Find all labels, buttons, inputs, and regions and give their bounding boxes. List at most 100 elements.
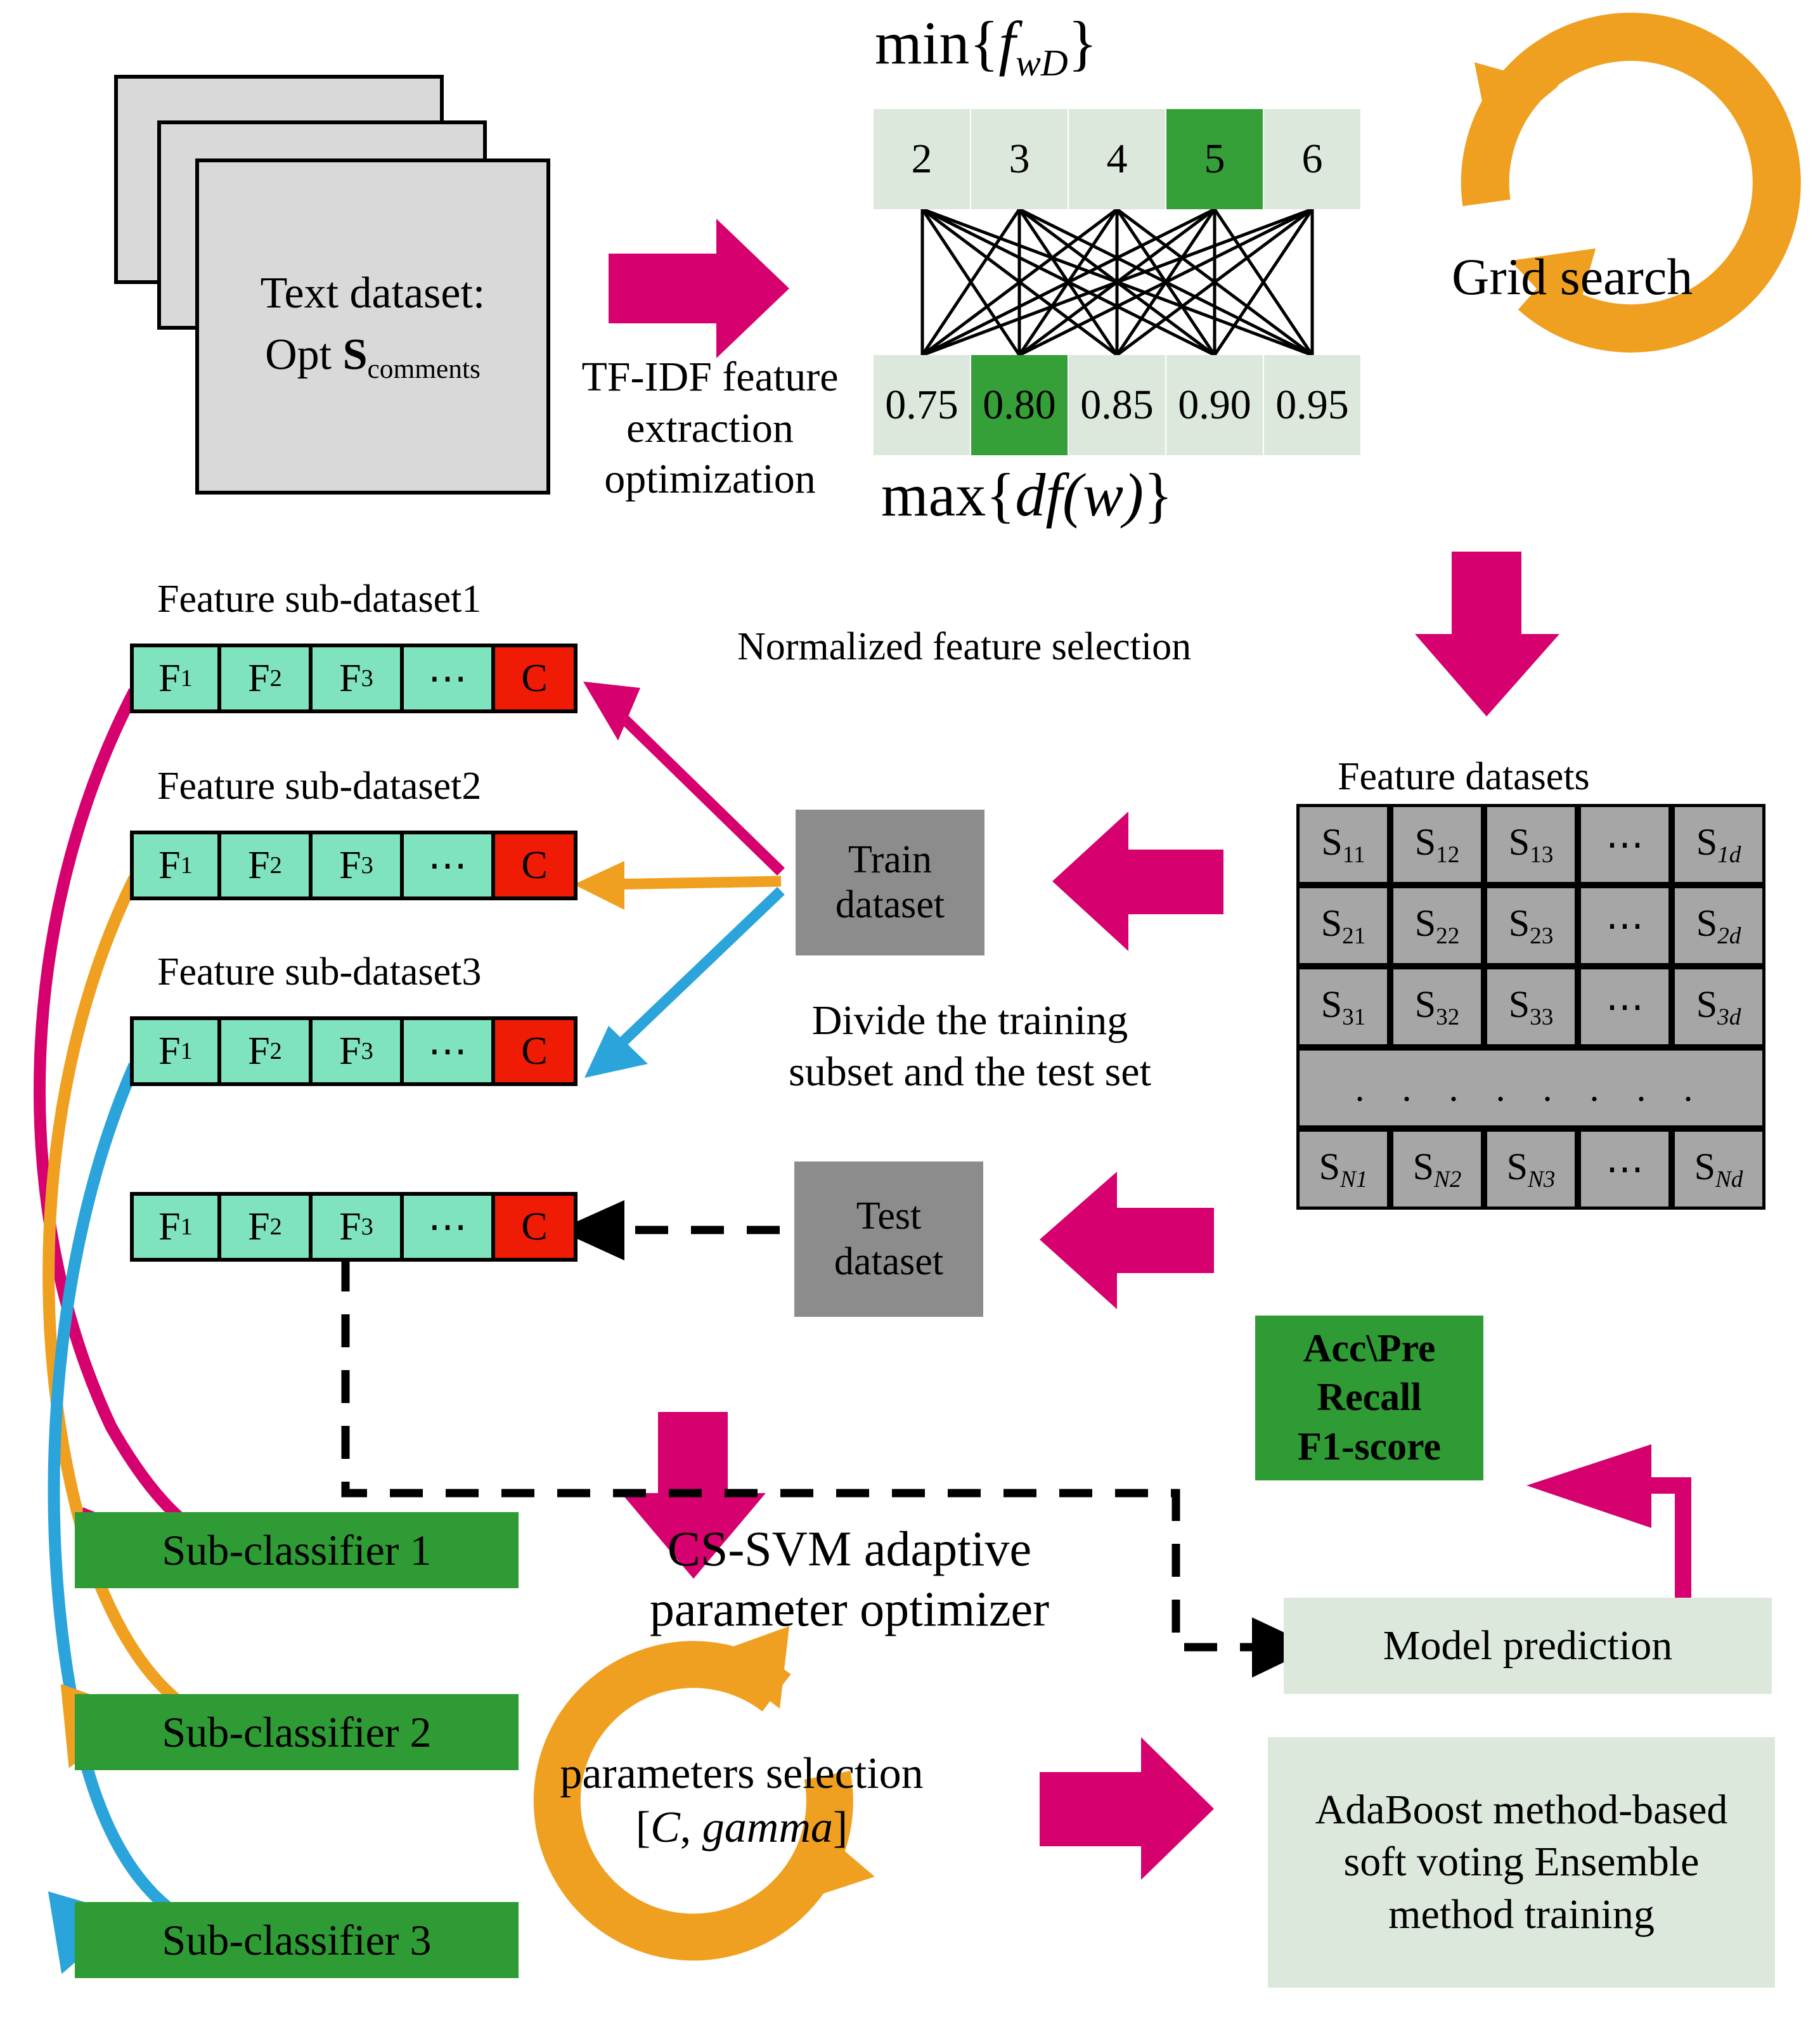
- adaboost-training-box[interactable]: AdaBoost method-based soft voting Ensemb…: [1268, 1737, 1775, 1988]
- grid-bottom-cell-4-value: 0.95: [1275, 382, 1349, 428]
- grid-top-cell-1[interactable]: 3: [971, 109, 1068, 209]
- grid-bottom-cell-2-value: 0.85: [1080, 382, 1154, 428]
- parameter-loop-icon: [533, 1626, 875, 1961]
- matrix-cell-2-2: S22: [1390, 885, 1484, 966]
- matrix-cell-N-4-ellipsis: ⋯: [1578, 1129, 1672, 1210]
- feature-subdataset-3-title: Feature sub-dataset3: [157, 950, 482, 993]
- tfidf-line2: extraction: [626, 404, 794, 451]
- grid-top-cell-2-value: 4: [1106, 136, 1128, 182]
- grid-bottom-cell-2[interactable]: 0.85: [1069, 355, 1165, 455]
- grid-bottom-cell-1-value: 0.80: [983, 382, 1056, 428]
- feature-cell-ellipsis: ⋯: [404, 1192, 495, 1262]
- matrix-row-ellipsis-text: . . . . . . . .: [1355, 1066, 1707, 1109]
- matrix-cell-2-1: S21: [1296, 885, 1390, 966]
- grid-bottom-cell-1-selected[interactable]: 0.80: [971, 355, 1068, 455]
- feature-cell-ellipsis: ⋯: [404, 831, 495, 900]
- test-dataset-line2: dataset: [834, 1239, 944, 1283]
- matrix-cell-N-2: SN2: [1390, 1129, 1484, 1210]
- grid-search-label: Grid search: [1452, 248, 1693, 306]
- grid-bottom-cell-0[interactable]: 0.75: [874, 355, 970, 455]
- grid-bottom-cell-3[interactable]: 0.90: [1166, 355, 1263, 455]
- arrow-grid-to-featuredatasets: [1415, 552, 1559, 716]
- arrow-adaboost-to-metrics: [1648, 1477, 1691, 1633]
- dashed-arrowhead-to-testrow: [558, 1200, 624, 1260]
- min-formula-subscript: wD: [1016, 42, 1068, 84]
- cssvm-caption-line1: CS-SVM adaptive: [667, 1521, 1032, 1576]
- text-dataset-sheet-front: Text dataset: Opt Scomments: [195, 159, 550, 495]
- sub-classifier-1-box[interactable]: Sub-classifier 1: [75, 1512, 519, 1588]
- feature-cell-ellipsis: ⋯: [404, 1016, 495, 1086]
- dataset-symbol-subscript: comments: [367, 353, 481, 384]
- grid-top-cell-0-value: 2: [911, 136, 933, 182]
- matrix-cell-3-5: S3d: [1672, 966, 1765, 1047]
- matrix-cell-2-3: S23: [1484, 885, 1578, 966]
- opt-prefix: Opt: [265, 330, 343, 379]
- grid-top-cell-1-value: 3: [1009, 136, 1030, 182]
- grid-crossing-lines: [920, 207, 1314, 357]
- min-formula: min{fwD}: [875, 8, 1268, 85]
- params-caption-line1: parameters selection: [560, 1749, 924, 1798]
- matrix-cell-N-5: SNd: [1672, 1129, 1765, 1210]
- max-formula: max{df(w)}: [881, 460, 1325, 530]
- params-symbol-c: C: [650, 1803, 680, 1853]
- arrow-dataset-to-grid: [609, 219, 789, 358]
- min-formula-f: f: [998, 9, 1016, 77]
- feature-cell-class: C: [495, 831, 578, 900]
- max-formula-suffix: }: [1144, 461, 1173, 529]
- test-dataset-box[interactable]: Test dataset: [794, 1162, 983, 1317]
- divide-caption-line2: subset and the test set: [789, 1048, 1151, 1095]
- train-to-subdataset-arrows: [574, 682, 785, 1078]
- max-formula-prefix: max{: [881, 461, 1016, 529]
- matrix-cell-1-5: S1d: [1672, 804, 1765, 885]
- feature-datasets-title: Feature datasets: [1338, 755, 1590, 798]
- cssvm-caption-line2: parameter optimizer: [649, 1581, 1050, 1637]
- feature-subdataset-2-title: Feature sub-dataset2: [157, 765, 482, 808]
- dataset-symbol: S: [342, 330, 368, 379]
- matrix-cell-1-2: S12: [1390, 804, 1484, 885]
- model-prediction-box[interactable]: Model prediction: [1284, 1598, 1772, 1694]
- matrix-cell-1-3: S13: [1484, 804, 1578, 885]
- grid-top-cell-2[interactable]: 4: [1069, 109, 1165, 209]
- grid-top-cell-4[interactable]: 6: [1264, 109, 1360, 209]
- params-bracket-close: ]: [832, 1803, 848, 1853]
- metrics-line2: Recall: [1317, 1376, 1422, 1420]
- text-dataset-title-line2: Opt Scomments: [199, 329, 546, 385]
- grid-top-cell-0[interactable]: 2: [874, 109, 970, 209]
- text-dataset-title-line1: Text dataset:: [260, 269, 486, 318]
- divide-caption-line1: Divide the training: [811, 997, 1128, 1044]
- matrix-cell-N-1: SN1: [1296, 1129, 1390, 1210]
- matrix-cell-3-1: S31: [1296, 966, 1390, 1047]
- max-formula-df: df: [1015, 461, 1063, 529]
- grid-top-cell-3-value: 5: [1204, 136, 1225, 182]
- cssvm-optimizer-caption: CS-SVM adaptive parameter optimizer: [596, 1518, 1103, 1639]
- normalized-feature-selection-label: Normalized feature selection: [737, 625, 1192, 668]
- arrowhead-metrics: [1526, 1444, 1651, 1528]
- feature-cell-ellipsis: ⋯: [404, 644, 495, 713]
- grid-bottom-cell-4[interactable]: 0.95: [1264, 355, 1360, 455]
- parameters-selection-caption: parameters selection [C, gamma]: [536, 1747, 948, 1855]
- params-symbol-gamma: gamma: [702, 1803, 833, 1853]
- grid-top-cell-3-selected[interactable]: 5: [1166, 109, 1263, 209]
- arrow-featuredatasets-to-test: [1040, 1172, 1214, 1309]
- min-formula-suffix: }: [1068, 9, 1097, 77]
- arrow-params-to-adaboost: [1040, 1737, 1214, 1880]
- train-dataset-box[interactable]: Train dataset: [796, 810, 984, 955]
- adaboost-line3: method training: [1388, 1891, 1655, 1938]
- params-comma: ,: [680, 1803, 702, 1853]
- matrix-cell-1-4-ellipsis: ⋯: [1578, 804, 1672, 885]
- metrics-line1: Acc\Pre: [1303, 1326, 1436, 1370]
- sub-classifier-3-box[interactable]: Sub-classifier 3: [75, 1902, 519, 1978]
- grid-search-loop-icon: [1461, 13, 1801, 353]
- sub-classifier-2-box[interactable]: Sub-classifier 2: [75, 1694, 519, 1770]
- matrix-cell-N-3: SN3: [1484, 1129, 1578, 1210]
